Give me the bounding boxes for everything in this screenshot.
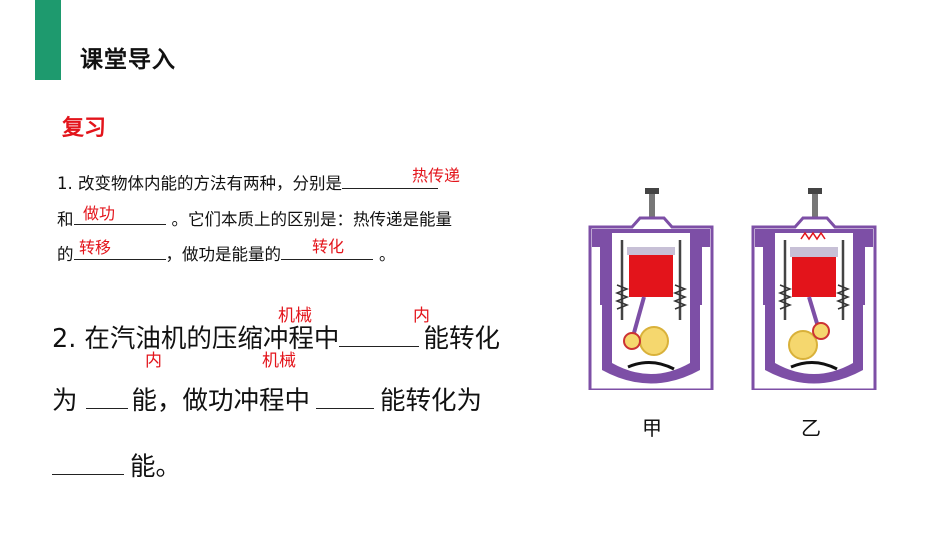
q1-answer-3: 转移 <box>79 238 112 257</box>
q2-line1-text: 2. 在汽油机的压缩冲程中 <box>52 324 340 354</box>
left-valve-spring <box>777 284 793 310</box>
page-title: 课堂导入 <box>80 47 176 73</box>
spark-plug-cap <box>645 188 659 194</box>
q1-line3-middle: ，做功是能量的 <box>165 245 282 264</box>
crank-pin <box>812 322 830 340</box>
q2-blank-3 <box>316 381 375 409</box>
q2-line1-tail: 能转化 <box>423 324 500 354</box>
spark-plug <box>812 194 818 218</box>
spark-plug-cap <box>808 188 822 194</box>
cylinder-outline <box>588 216 714 390</box>
q2-answer-2: 内 <box>413 306 430 326</box>
oil-sump-line <box>790 361 838 371</box>
caption-yi: 乙 <box>801 416 821 440</box>
q2-answer-1: 机械 <box>278 306 312 326</box>
spark-plug <box>649 194 655 218</box>
combustion-chamber <box>627 247 675 255</box>
q2-blank-1 <box>339 319 420 347</box>
right-wall <box>690 245 702 305</box>
q2-line2: 为 能，做功冲程中 能转化为 <box>52 380 482 417</box>
cylinder-outline <box>751 216 877 390</box>
q1-blank-1 <box>342 171 438 189</box>
left-wall <box>763 245 775 305</box>
engine-diagram-yi <box>751 188 877 390</box>
piston <box>792 257 836 297</box>
piston <box>629 255 673 297</box>
q2-line1: 2. 在汽油机的压缩冲程中 能转化 <box>52 318 500 355</box>
crankcase <box>765 305 863 384</box>
q1-blank-4 <box>281 242 373 260</box>
q2-blank-2 <box>85 381 128 409</box>
q1-line3-suffix: 。 <box>379 245 396 264</box>
q2-line2-tail: 能转化为 <box>380 386 483 416</box>
crankcase <box>602 305 700 384</box>
ignition-spark <box>800 231 826 241</box>
q1-line3: 的 ，做功是能量的 。 <box>57 241 396 265</box>
q1-line2-suffix: 。它们本质上的区别是：热传递是能量 <box>171 210 453 229</box>
crank-wheel <box>639 326 669 356</box>
crank-wheel <box>788 330 818 360</box>
q1-line1: 1. 改变物体内能的方法有两种，分别是 <box>57 170 438 194</box>
right-wall <box>853 245 865 305</box>
right-valve-spring <box>835 284 851 310</box>
q2-line3-tail: 能。 <box>130 452 182 482</box>
q1-line2: 和 。它们本质上的区别是：热传递是能量 <box>57 206 452 230</box>
q1-answer-4: 转化 <box>312 237 345 256</box>
section-label: 复习 <box>62 116 107 141</box>
crank-pin <box>623 332 641 350</box>
q2-answer-4: 机械 <box>262 351 296 371</box>
q1-line2-prefix: 和 <box>57 210 74 229</box>
right-valve-spring <box>672 284 688 310</box>
q1-answer-2: 做功 <box>83 204 116 223</box>
q1-blank-3 <box>73 242 166 260</box>
q1-line3-prefix: 的 <box>57 245 74 264</box>
oil-sump-line <box>627 361 675 371</box>
q1-answer-1: 热传递 <box>412 166 461 185</box>
q2-line3: 能。 <box>52 446 181 483</box>
q2-line2-head: 为 <box>52 386 78 416</box>
left-valve-spring <box>614 284 630 310</box>
combustion-chamber <box>790 247 838 257</box>
q2-answer-3: 内 <box>145 351 162 371</box>
q2-blank-4 <box>52 447 124 475</box>
caption-jia: 甲 <box>642 416 662 440</box>
left-wall <box>600 245 612 305</box>
q1-blank-2 <box>73 207 166 225</box>
q1-line1-text: 1. 改变物体内能的方法有两种，分别是 <box>57 174 342 193</box>
title-accent-bar <box>35 0 61 80</box>
engine-diagram-jia <box>588 188 714 390</box>
q2-line2-mid: 能，做功冲程中 <box>131 386 311 416</box>
